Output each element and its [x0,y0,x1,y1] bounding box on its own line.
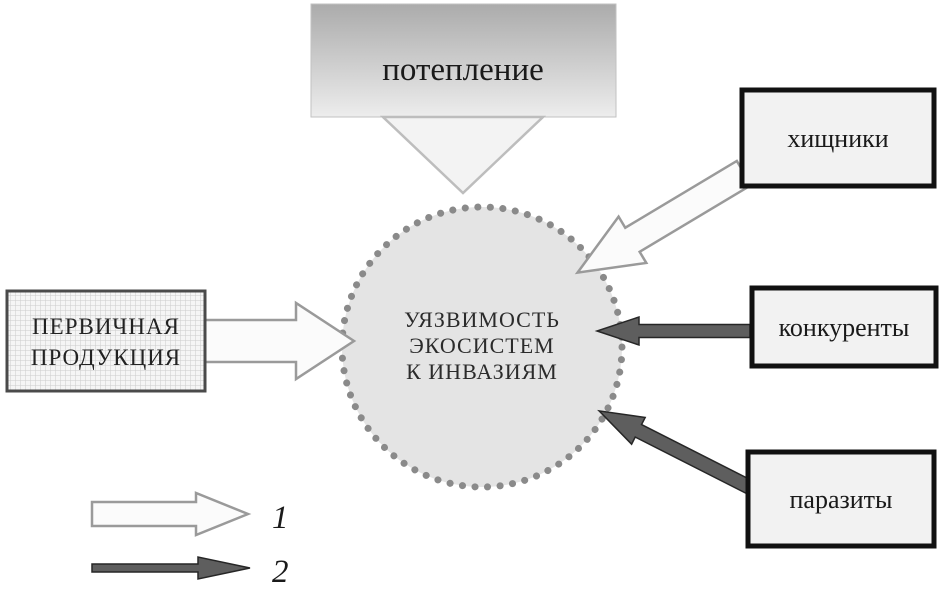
competitors-rect [749,285,939,369]
factor-box-parasites: паразиты [745,449,937,549]
legend: 1 2 [90,491,289,590]
factor-box-predators: хищники [739,87,937,189]
primary-production-box: ПЕРВИЧНАЯ ПРОДУКЦИЯ [5,289,207,393]
vulnerability-line1: УЯЗВИМОСТЬ [404,307,560,332]
warming-label: потепление [382,52,544,88]
warming-rect [310,3,617,118]
competitors-label: конкуренты [779,313,910,342]
factor-box-competitors: конкуренты [749,285,939,369]
primary-production-rect [5,289,207,393]
legend-label-2: 2 [272,554,289,590]
vulnerability-line3: К ИНВАЗИЯМ [406,359,558,384]
predators-rect [739,87,937,189]
legend-dark-arrow-icon [91,556,251,580]
warming-arrowhead-icon [379,115,547,195]
legend-light-arrow-icon [90,491,252,537]
predators-label: хищники [787,124,888,153]
legend-label-1: 1 [272,500,289,536]
parasites-arrow-icon [597,409,762,499]
competitors-arrow-icon [594,315,751,347]
parasites-rect [745,449,937,549]
warming-arrow: потепление [310,3,617,195]
primary-production-label-line2: ПРОДУКЦИЯ [31,345,181,370]
parasites-label: паразиты [789,485,892,514]
primary-production-label-line1: ПЕРВИЧНАЯ [32,314,180,339]
vulnerability-line2: ЭКОСИСТЕМ [409,333,554,358]
vulnerability-caption: УЯЗВИМОСТЬ ЭКОСИСТЕМ К ИНВАЗИЯМ [404,307,560,384]
primary-production-arrow-icon [203,300,357,382]
predators-arrow-icon [574,159,753,275]
